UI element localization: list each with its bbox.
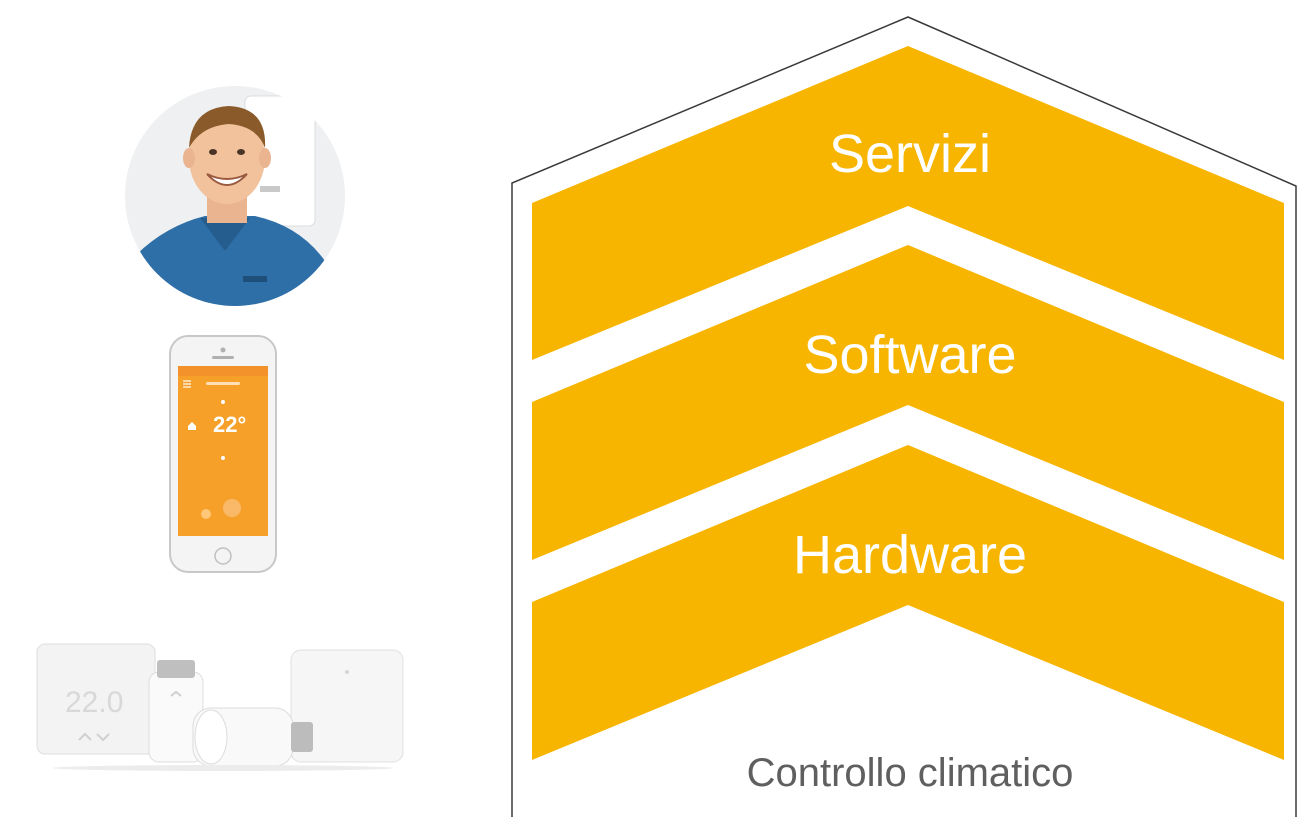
layer-band-servizi: [532, 46, 1284, 360]
layer-band-hardware: [532, 445, 1284, 760]
smart-thermostat-kit-icon: 22.0: [33, 632, 413, 777]
layer-label-software: Software: [803, 325, 1017, 385]
smartphone-app-icon: 22°: [168, 334, 278, 579]
layer-label-servizi: Servizi: [828, 124, 992, 184]
layer-band-software: [532, 245, 1284, 560]
layer-label-hardware: Hardware: [792, 525, 1028, 585]
foundation-label: Controllo climatico: [746, 751, 1074, 795]
house-outline: [511, 16, 1297, 817]
installer-portrait-icon: [125, 86, 345, 306]
illustration-column: 22° 22.0: [0, 0, 460, 817]
phone-temperature: 22°: [213, 412, 246, 437]
thermostat-display: 22.0: [65, 686, 123, 719]
